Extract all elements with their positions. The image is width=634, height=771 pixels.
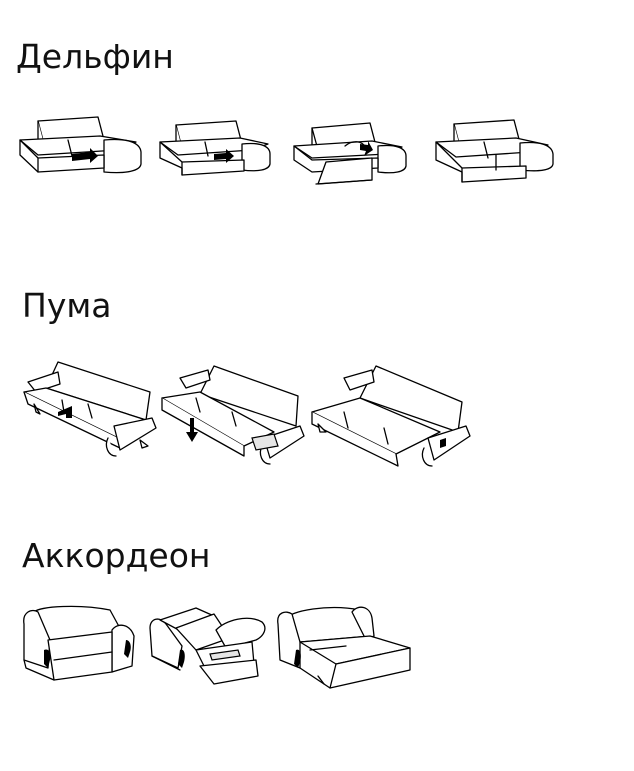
- delfin-step-3: [293, 122, 407, 185]
- section-title-puma: Пума: [22, 286, 112, 325]
- puma-step-3: [311, 365, 471, 467]
- delfin-step-1: [19, 116, 142, 174]
- delfin-step-2: [159, 120, 271, 176]
- akkordeon-step-1: [23, 605, 135, 681]
- delfin-steps: [19, 116, 554, 185]
- section-title-akkordeon: Аккордеон: [22, 536, 211, 575]
- puma-steps: [23, 361, 471, 467]
- puma-step-2: [161, 365, 305, 465]
- puma-step-1: [23, 361, 157, 457]
- akkordeon-step-2: [149, 607, 266, 685]
- delfin-step-4: [435, 119, 554, 183]
- akkordeon-step-3: [277, 606, 411, 689]
- section-title-delfin: Дельфин: [16, 37, 174, 76]
- akkordeon-steps: [23, 605, 411, 689]
